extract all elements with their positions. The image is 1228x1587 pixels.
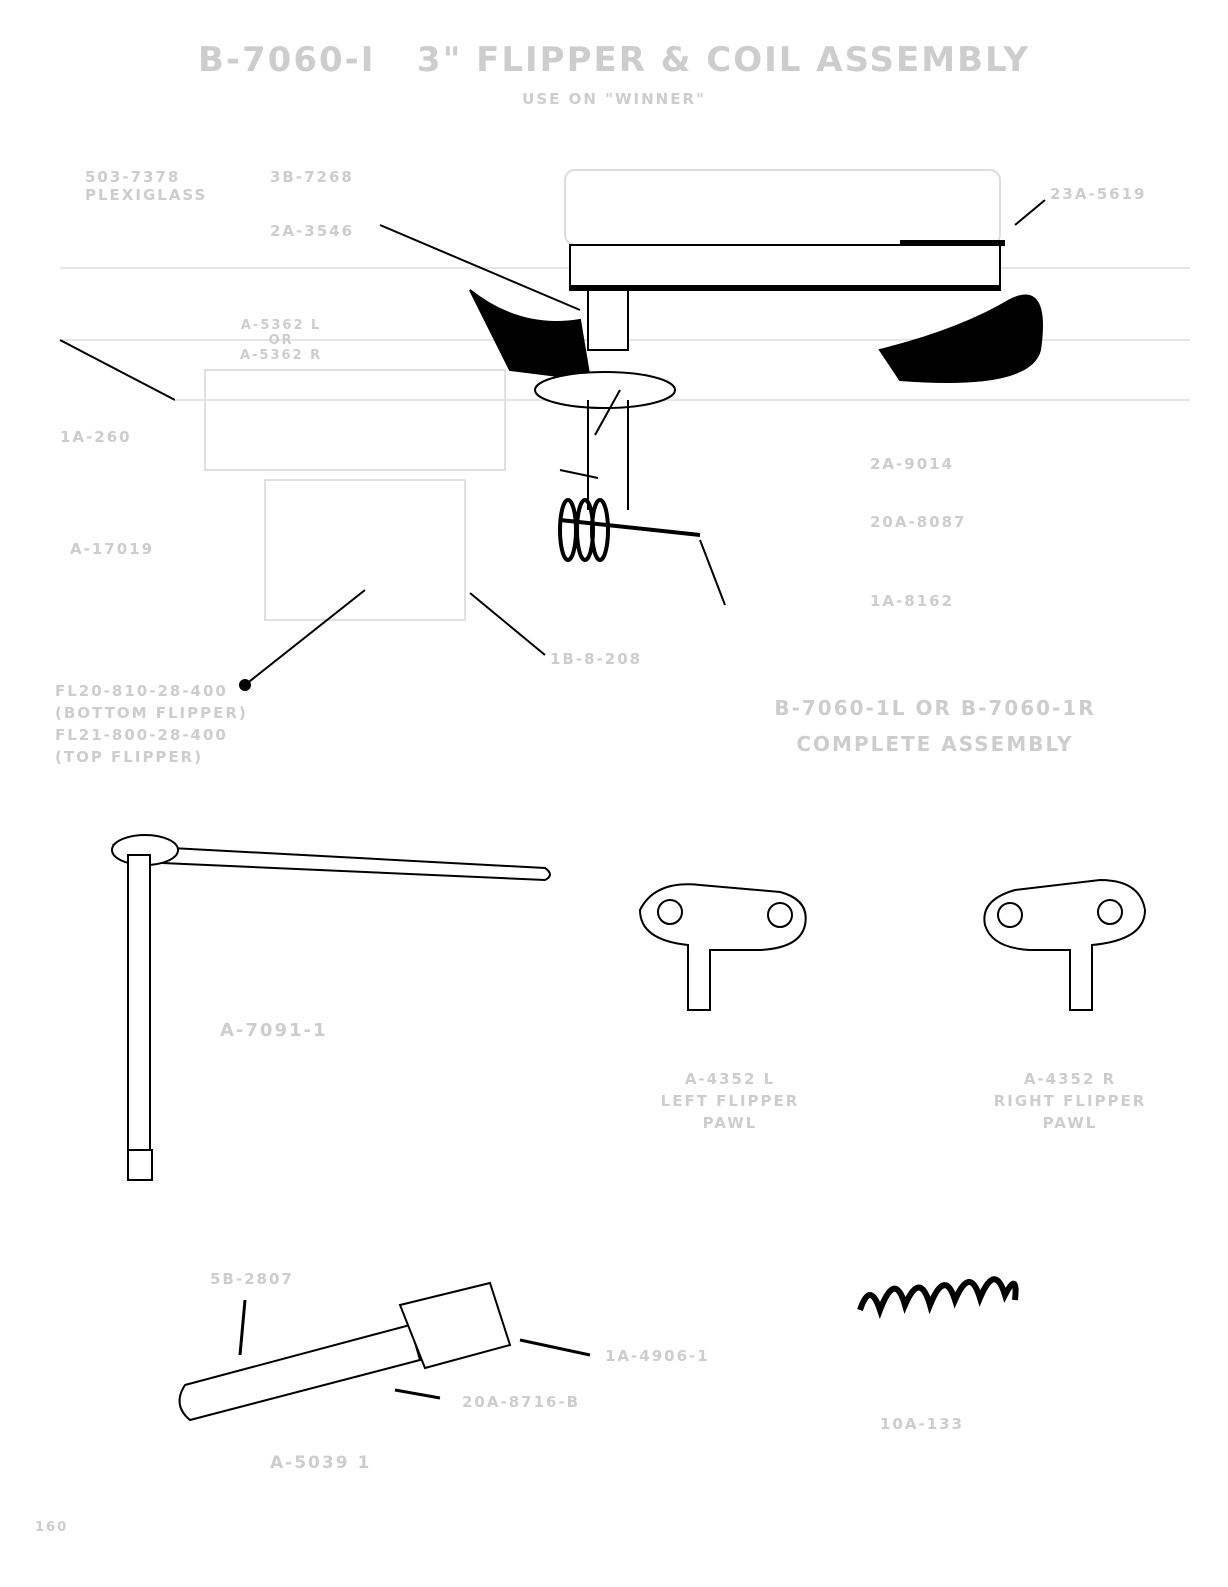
shaft-bushing — [587, 289, 629, 351]
label-spring-pin: 20A-8087 — [870, 513, 967, 531]
flipper-shaft-drawing — [111, 834, 551, 1181]
label-spring: 10A-133 — [880, 1415, 965, 1433]
label-shaft: A-7091-1 — [220, 1020, 328, 1041]
flipper-rubber — [564, 169, 1001, 246]
label-shaft-bushing: 2A-3546 — [270, 222, 355, 240]
label-plunger-rod: 5B-2807 — [210, 1270, 294, 1288]
label-rubber: 3B-7268 — [270, 168, 354, 186]
page-title: B-7060-I 3" FLIPPER & COIL ASSEMBLY — [198, 40, 1030, 80]
label-link: 1A-8162 — [870, 592, 955, 610]
page-number: 160 — [35, 1520, 69, 1535]
label-sleeve: 1B-8-208 — [550, 650, 643, 668]
label-plexiglass: 503-7378 PLEXIGLASS — [85, 168, 208, 204]
spring-drawing — [857, 1276, 1019, 1319]
playfield-cutaway — [469, 289, 592, 382]
label-pawl: A-5362 L OR A-5362 R — [240, 318, 323, 363]
label-plunger-stop: 2A-9014 — [870, 455, 955, 473]
label-bracket: 1A-260 — [60, 428, 132, 446]
playfield-edge — [59, 339, 176, 401]
plunger-drawing — [178, 1281, 591, 1422]
label-flipper: 23A-5619 — [1050, 185, 1147, 203]
flipper-pawls-drawing — [638, 878, 1147, 1011]
label-coil-bracket: A-17019 — [70, 540, 155, 558]
label-complete-assembly: B-7060-1L OR B-7060-1R COMPLETE ASSEMBLY — [774, 696, 1096, 756]
leader-arrow — [244, 589, 366, 686]
leader-arrow — [379, 224, 581, 311]
label-right-pawl: A-4352 R RIGHT FLIPPER PAWL — [993, 1070, 1147, 1132]
flipper-body — [569, 244, 1001, 291]
page-subtitle: USE ON "WINNER" — [522, 90, 706, 108]
label-roll-pin: 20A-8716-B — [462, 1393, 581, 1411]
label-plunger-assembly: A-5039 1 — [270, 1453, 372, 1473]
label-coil: FL20-810-28-400 (BOTTOM FLIPPER) FL21-80… — [55, 682, 248, 766]
label-left-pawl: A-4352 L LEFT FLIPPER PAWL — [660, 1070, 800, 1132]
label-plunger-link: 1A-4906-1 — [605, 1347, 710, 1365]
